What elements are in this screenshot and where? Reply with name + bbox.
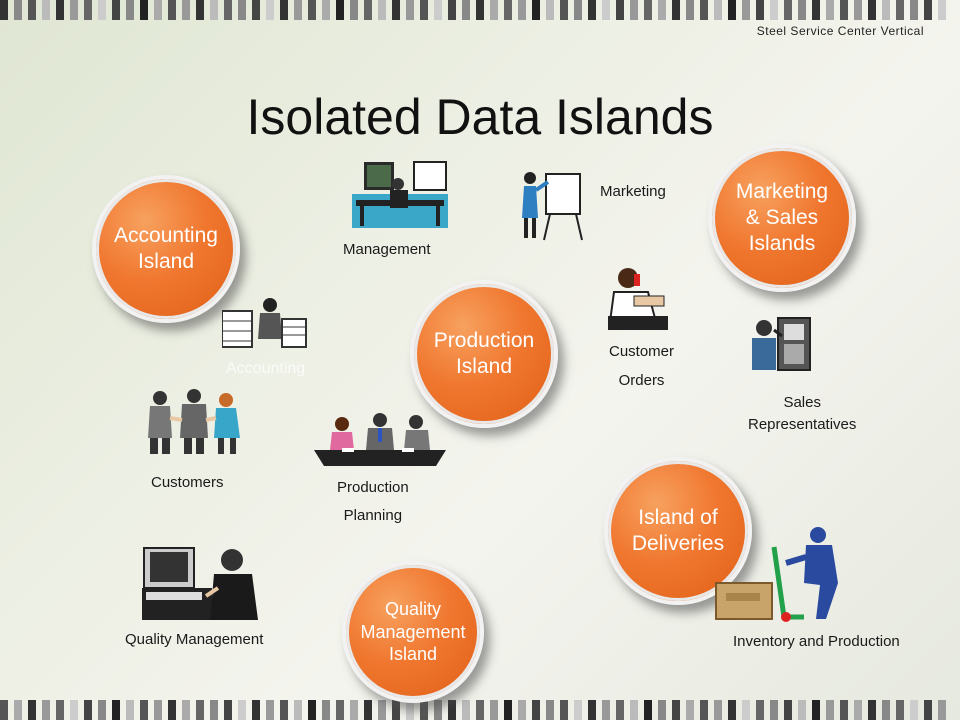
management-clipart-icon: [352, 161, 448, 228]
presenter-clipart-icon: [522, 172, 583, 241]
quality-management-label: Quality Management: [125, 631, 264, 648]
marketing-sales-island: Marketing & Sales Islands: [708, 144, 856, 292]
accountant-clipart-icon: [222, 298, 307, 348]
marketing-label: Marketing: [600, 183, 666, 200]
computer-user-clipart-icon: [142, 547, 258, 620]
customers-label: Customers: [151, 474, 224, 491]
production-island: Production Island: [410, 280, 558, 428]
meeting-clipart-icon: [314, 413, 446, 466]
management-label: Management: [343, 241, 431, 258]
phone-operator-clipart-icon: [608, 268, 668, 330]
production-planning-label: Production Planning: [337, 479, 409, 524]
inventory-production-label: Inventory and Production: [733, 633, 900, 650]
filmstrip-top-border: [0, 0, 960, 20]
quality-management-island: Quality Management Island: [342, 561, 484, 703]
delivery-worker-clipart-icon: [715, 527, 838, 622]
handshake-clipart-icon: [148, 389, 240, 454]
slide-title: Isolated Data Islands: [246, 89, 714, 145]
accounting-island: Accounting Island: [92, 175, 240, 323]
customer-orders-label: Customer Orders: [609, 343, 675, 389]
sales-representatives-label: Sales Representatives: [748, 394, 857, 433]
header-note: Steel Service Center Vertical: [756, 24, 924, 38]
accounting-faded-label: Accounting: [226, 360, 306, 377]
payphone-clipart-icon: [752, 317, 811, 371]
filmstrip-bottom-border: [0, 700, 960, 720]
deliveries-island: Island of Deliveries: [604, 457, 752, 605]
